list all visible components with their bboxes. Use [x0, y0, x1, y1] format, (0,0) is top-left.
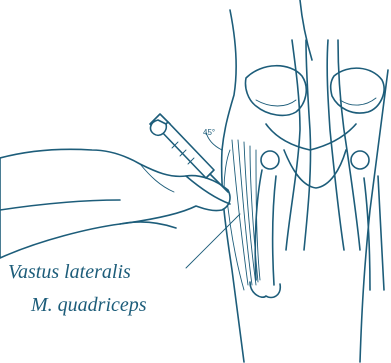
thigh-outline — [222, 0, 388, 362]
pelvis-bone — [245, 66, 384, 188]
label-vastus-lateralis: Vastus lateralis — [6, 262, 133, 282]
label-m-quadriceps: M. quadriceps — [29, 295, 149, 315]
angle-label: 45° — [203, 128, 215, 137]
vastus-lateralis-muscle — [224, 140, 260, 290]
label-leader-line — [186, 214, 240, 268]
